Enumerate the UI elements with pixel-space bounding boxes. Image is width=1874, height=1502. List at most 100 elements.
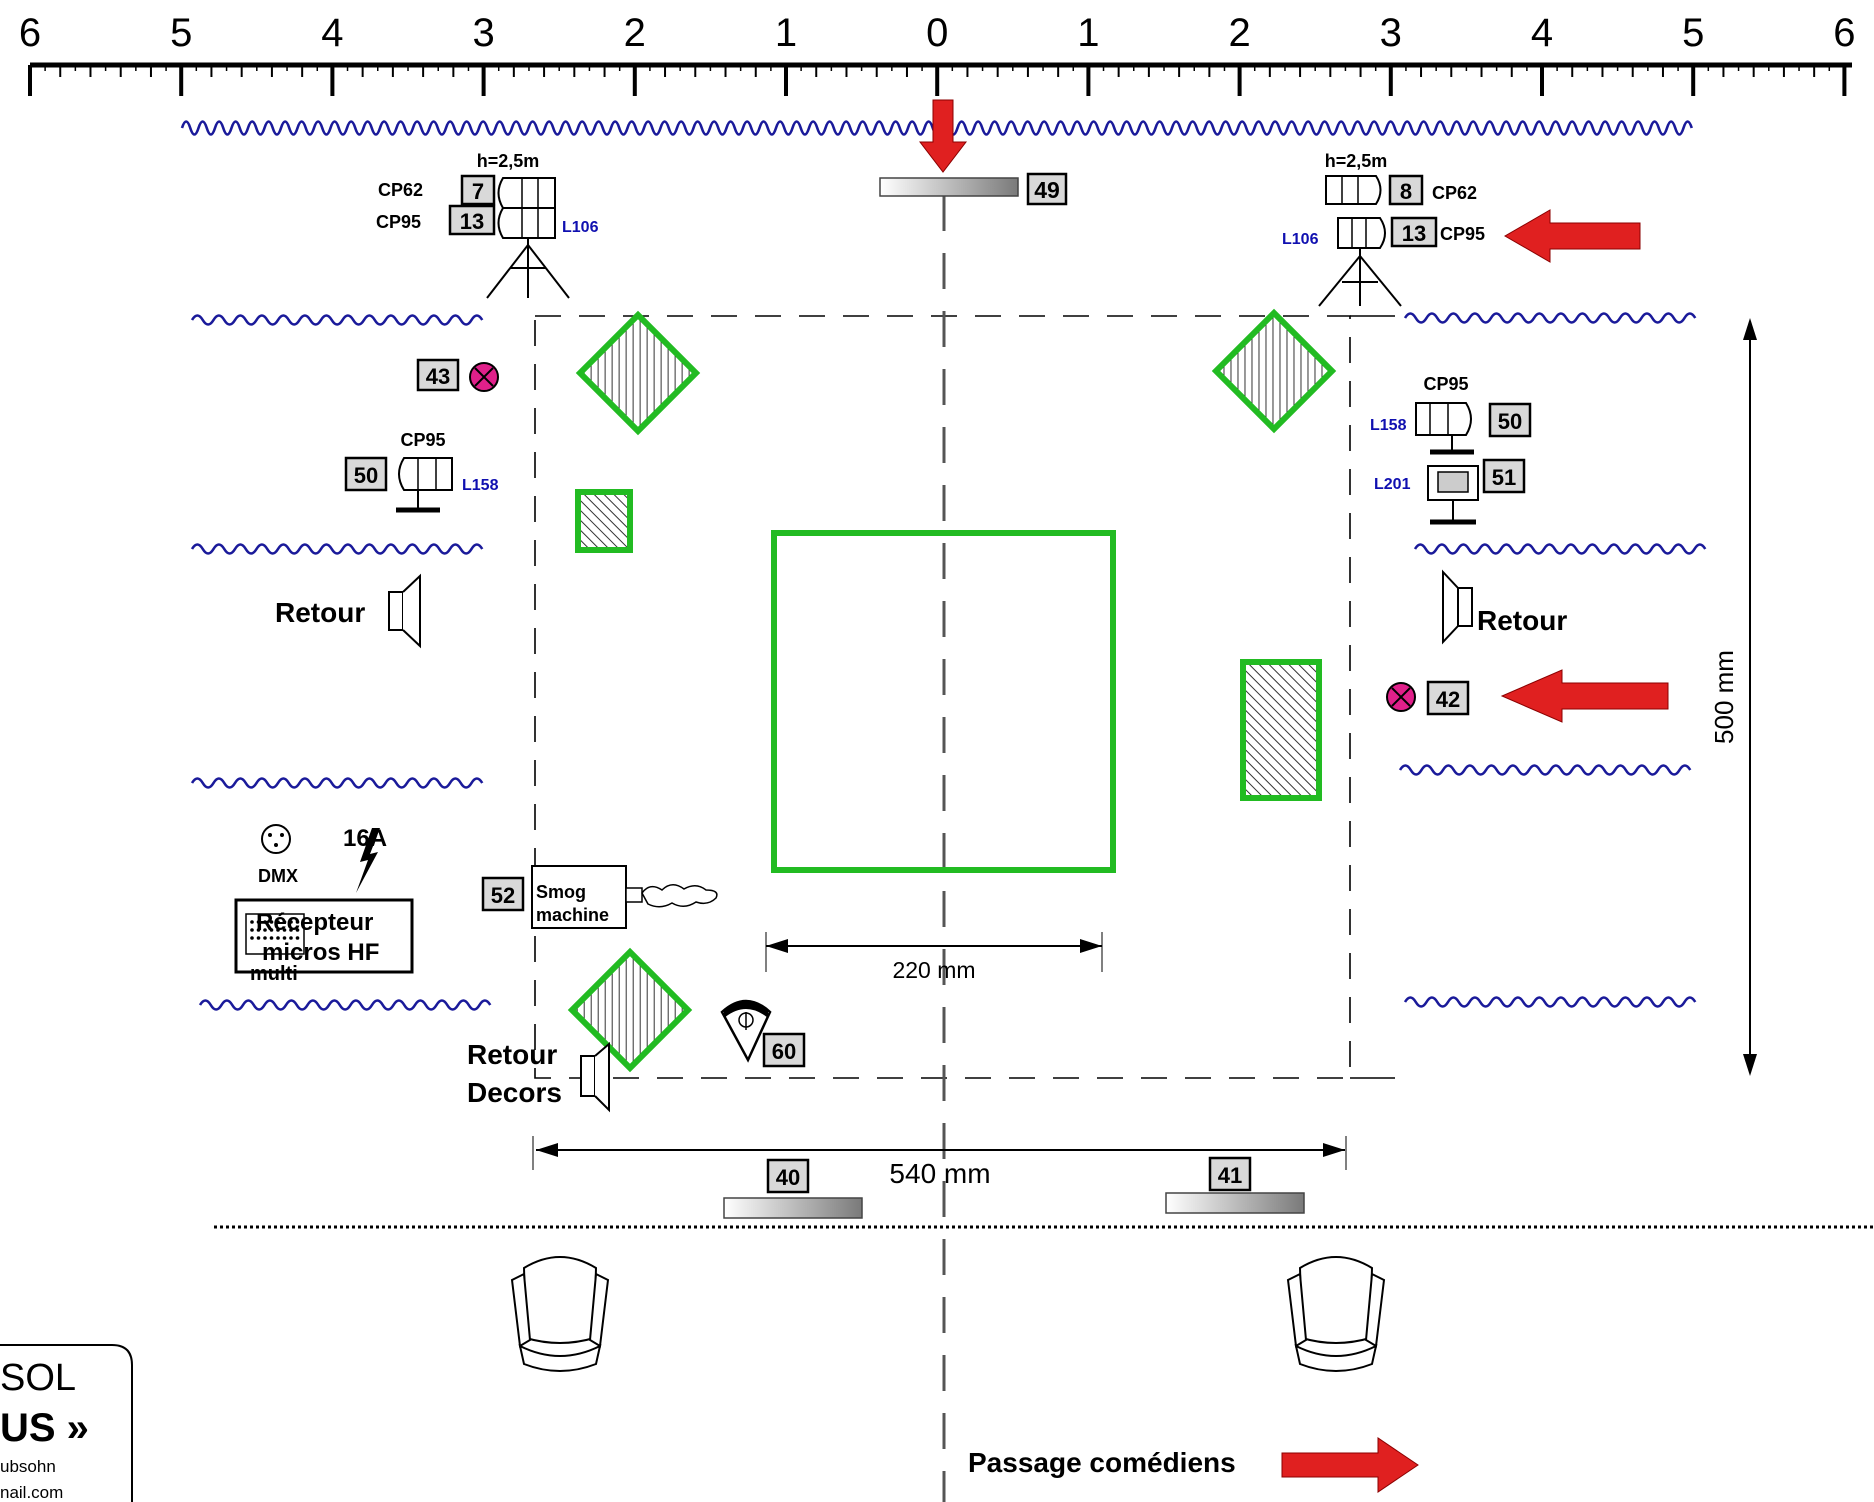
red-lamp-icon: [1386, 682, 1416, 712]
ruler-label: 6: [19, 11, 41, 55]
ruler-label: 5: [1682, 11, 1704, 55]
fixture-number: 41: [1218, 1163, 1242, 1188]
fixture-type: CP95: [1440, 224, 1485, 244]
bar-40: 40: [723, 1158, 863, 1219]
fixture-type: CP95: [376, 212, 421, 232]
curtain-wave: [198, 999, 492, 1011]
logo-text: SOL: [0, 1357, 76, 1399]
ruler-ticks: [28, 65, 1847, 96]
curtain-wave: [1413, 543, 1707, 555]
curtain-wave: [190, 777, 484, 789]
curtain-wave: [1403, 996, 1697, 1008]
pin-dot: [269, 928, 274, 932]
bar-41: 41: [1165, 1156, 1305, 1214]
smoke-icon: [641, 884, 718, 908]
power-outlet: 16A: [343, 825, 387, 893]
smog-machine: 52 Smog machine: [481, 865, 718, 929]
ruler-label: 3: [1380, 11, 1402, 55]
pin-dot: [282, 936, 287, 940]
flood-lamp-icon: [1427, 465, 1479, 525]
pin-dot: [276, 936, 280, 940]
ruler-label: 3: [472, 11, 494, 55]
right-red-lamp: 42: [1386, 680, 1470, 716]
spot-icon: [720, 999, 772, 1063]
pin-dot: [269, 920, 274, 924]
receiver-label: micros HF: [262, 939, 379, 966]
logo-text: US »: [0, 1406, 89, 1450]
speaker-icon: [1442, 569, 1473, 645]
dimension-width: 540 mm: [532, 1136, 1347, 1189]
fixture-type: CP95: [400, 430, 445, 450]
right-l201: L201 51: [1374, 458, 1526, 525]
chair-icon: [510, 1256, 610, 1372]
right-arrow-middle: [1500, 669, 1669, 723]
lightning-icon: [356, 828, 380, 893]
speaker-icon: [388, 573, 421, 649]
ruler-label: 6: [1833, 11, 1855, 55]
hf-receiver: Récepteur micros HF multi: [234, 898, 414, 985]
right-arrow-top: [1504, 209, 1641, 263]
left-cp95: CP95 50 L158: [344, 430, 499, 513]
central-platform: [771, 530, 1116, 873]
left-red-lamp: 43: [416, 358, 499, 392]
receiver-label: multi: [250, 963, 298, 985]
height-label: h=2,5m: [477, 151, 540, 171]
dimension-label: 540 mm: [889, 1158, 990, 1189]
fixture-number: 60: [772, 1039, 796, 1064]
fixture-number: 8: [1400, 179, 1412, 204]
monitor-label: Decors: [467, 1077, 562, 1108]
fixture-number: 40: [776, 1165, 800, 1190]
lamp-icon: [497, 177, 556, 239]
monitor-label: Retour: [467, 1039, 557, 1070]
curtain-wave: [190, 543, 484, 555]
multi-connector-icon: [250, 920, 300, 940]
xlr-icon: [261, 824, 291, 854]
tripod-icon: [486, 238, 570, 299]
pin-dot: [250, 920, 254, 924]
pin-dot: [256, 920, 261, 924]
pin-dot: [276, 928, 280, 932]
pin-dot: [295, 920, 300, 924]
ruler-label: 1: [775, 11, 797, 55]
decor-small-square: [575, 489, 633, 553]
fixture-number: 50: [354, 463, 378, 488]
fixture-number: 52: [491, 883, 515, 908]
dmx-connector: DMX: [258, 824, 298, 886]
pin-dot: [256, 928, 261, 932]
top-arrow: [918, 99, 968, 173]
bar-49: 49: [879, 172, 1068, 206]
pin-dot: [250, 936, 254, 940]
dmx-label: DMX: [258, 866, 298, 886]
smog-label: machine: [536, 905, 609, 925]
red-lamp-icon: [469, 362, 499, 392]
decor-right-rect: [1240, 659, 1322, 801]
logo-text: nail.com: [0, 1483, 63, 1502]
pin-dot: [282, 920, 287, 924]
fixture-number: 42: [1436, 687, 1460, 712]
fixture-type: CP95: [1423, 374, 1468, 394]
filter-label: L201: [1374, 476, 1411, 493]
ruler-label: 2: [624, 11, 646, 55]
left-tripod: h=2,5m CP62 7 CP95 13 L106: [376, 151, 599, 299]
pin-dot: [250, 928, 254, 932]
lamp-icon: [1325, 175, 1386, 249]
fixture-number: 49: [1034, 177, 1060, 203]
pin-dot: [263, 928, 267, 932]
fixture-number: 13: [1402, 221, 1426, 246]
ruler-label: 4: [321, 11, 343, 55]
pin-dot: [289, 936, 293, 940]
pin-dot: [276, 920, 280, 924]
passage-label: Passage comédiens: [968, 1447, 1236, 1478]
dimension-inner: 220 mm: [765, 932, 1103, 983]
fixture-type: CP62: [1432, 183, 1477, 203]
front-spot: 60: [720, 999, 806, 1068]
ruler-label: 4: [1531, 11, 1553, 55]
right-cp95: CP95 L158 50: [1370, 374, 1532, 455]
curtain-wave: [1403, 312, 1697, 324]
tripod-icon: [1318, 248, 1402, 307]
filter-label: L106: [1282, 231, 1319, 248]
monitor-decors: Retour Decors: [467, 1039, 610, 1113]
